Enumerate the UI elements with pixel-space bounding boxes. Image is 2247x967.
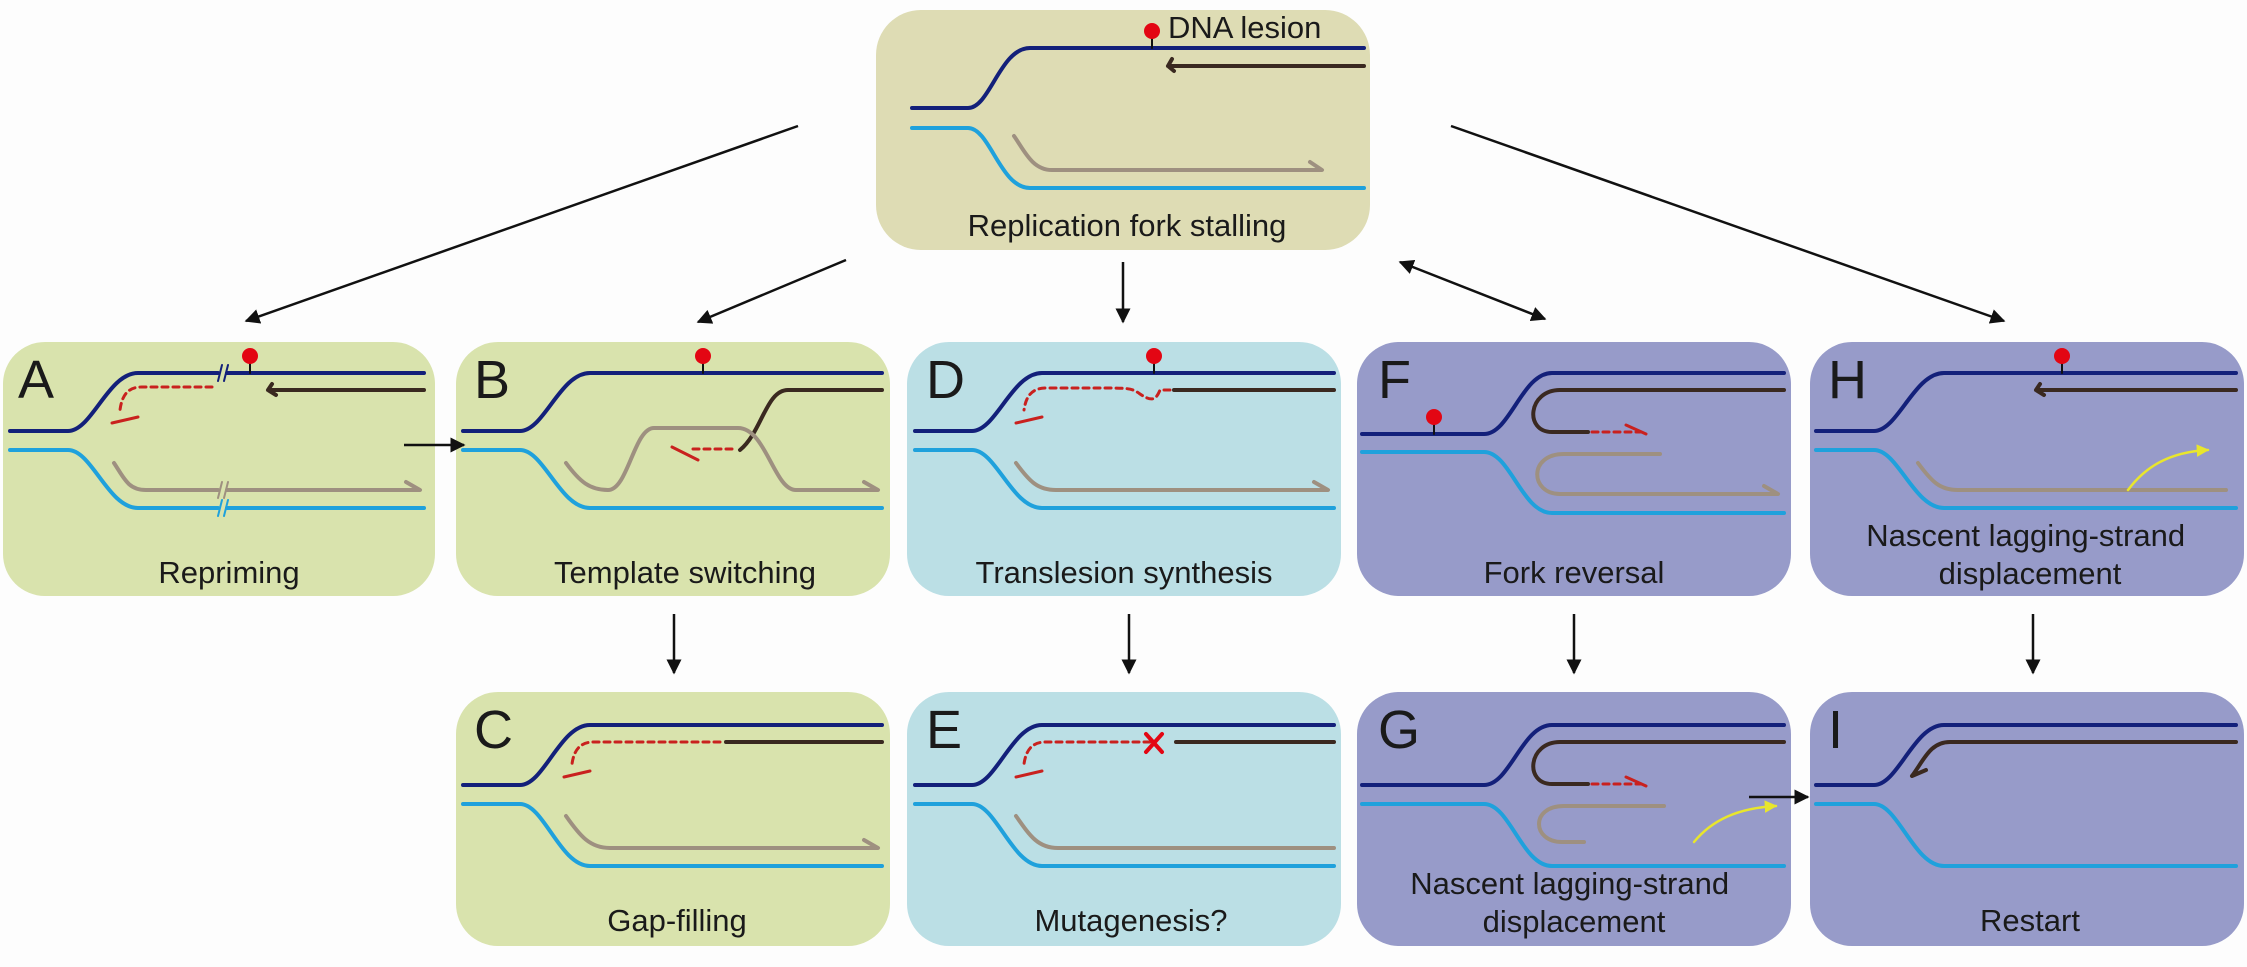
panel-f-box [1357,342,1791,596]
fork-f [1360,371,1786,515]
arrow-to-a [244,124,799,324]
panel-b-letter: B [474,350,510,410]
arrow-f-bidirectional [1398,259,1547,322]
panel-b-box [456,342,890,596]
panel-h-caption: Nascent lagging-strand displacement [1866,518,2193,591]
panel-c-caption: Gap-filling [607,903,747,938]
displacement-arrow-h [2126,444,2210,492]
parental-lagging-strand [910,126,1366,190]
panel-i-letter: I [1828,700,1843,760]
fork-b [461,348,884,510]
panel-f-letter: F [1378,350,1411,410]
panel-f-caption: Fork reversal [1484,555,1665,590]
panel-h-letter: H [1828,350,1867,410]
lesion-marker-a [242,348,258,364]
fork-d [913,348,1336,510]
displacement-arrow-g [1692,800,1778,844]
lesion-marker-b [695,348,711,364]
lesion-marker-d [1146,348,1162,364]
fork-top [910,23,1366,190]
panel-a-caption: Repriming [158,555,299,590]
dna-lesion-marker [1144,23,1160,39]
panel-c-letter: C [474,700,513,760]
lesion-marker-h [2054,348,2070,364]
lesion-marker-f [1426,409,1442,425]
panel-e-caption: Mutagenesis? [1034,903,1227,938]
panel-e-box [907,692,1341,946]
panel-g-box [1357,692,1791,946]
panel-d-letter: D [926,350,965,410]
panel-g-letter: G [1378,700,1420,760]
fork-e [913,723,1336,868]
panel-i-box [1810,692,2244,946]
panel-e-letter: E [926,700,962,760]
nascent-leading-strand [1166,57,1366,73]
top-caption: Replication fork stalling [968,208,1287,243]
parental-leading-strand [910,46,1366,110]
panel-g-caption: Nascent lagging-strand displacement [1410,866,1737,939]
panel-d-box [907,342,1341,596]
fork-c [461,723,884,868]
fork-i [1814,723,2238,868]
arrow-to-b [696,258,847,324]
panel-b-caption: Template switching [554,555,816,590]
arrow-to-h [1450,124,2006,324]
nascent-lagging-strand [1012,134,1324,172]
panel-a-box [3,342,435,596]
mutation-x-mark [1144,732,1164,754]
fork-a [8,348,426,517]
dna-lesion-label: DNA lesion [1168,10,1321,45]
panel-i-caption: Restart [1980,903,2080,938]
fork-h [1814,348,2238,510]
panel-c-box [456,692,890,946]
panel-h-box [1810,342,2244,596]
panel-d-caption: Translesion synthesis [976,555,1273,590]
fork-g [1360,723,1786,868]
panel-a-letter: A [18,350,54,410]
